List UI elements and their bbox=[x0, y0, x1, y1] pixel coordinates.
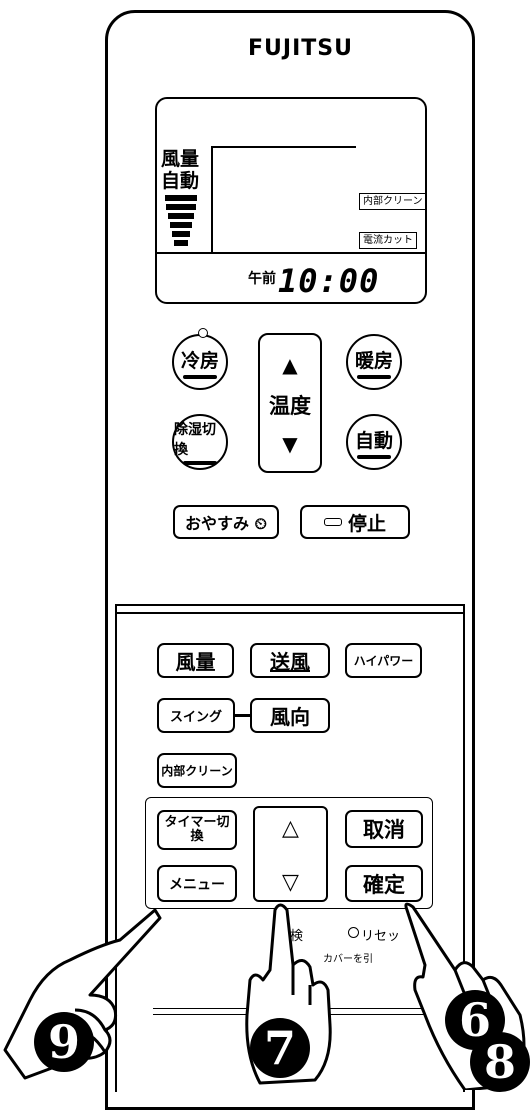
lcd-divider bbox=[157, 252, 425, 254]
stop-indicator-icon bbox=[323, 518, 342, 526]
lcd-fan-mode: 自動 bbox=[161, 170, 200, 192]
menu-button[interactable]: メニュー bbox=[157, 865, 237, 902]
step-marker-7: 7 bbox=[250, 1018, 310, 1078]
fan-level-icon bbox=[165, 195, 197, 246]
lcd-display: 風量 自動 内部クリーン 電流カット bbox=[155, 97, 427, 304]
dry-label: 除湿切換 bbox=[174, 422, 216, 458]
dry-bar bbox=[183, 461, 217, 465]
timer-switch-button[interactable]: タイマー切換 bbox=[157, 810, 237, 850]
lcd-tag-clean: 内部クリーン bbox=[359, 193, 427, 210]
brand-logo: FUJITSU bbox=[248, 36, 353, 61]
lcd-divider bbox=[211, 146, 213, 252]
lcd-ampm: 午前 bbox=[248, 271, 276, 287]
cover-edge bbox=[115, 612, 465, 614]
temp-label: 温度 bbox=[269, 394, 311, 418]
internal-clean-button[interactable]: 内部クリーン bbox=[157, 753, 237, 788]
guide-line bbox=[153, 1014, 263, 1015]
temperature-rocker[interactable]: ▲ 温度 ▼ bbox=[258, 333, 322, 473]
up-down-rocker[interactable]: △ ▽ bbox=[253, 806, 328, 902]
dry-button[interactable]: 除湿切換 bbox=[172, 414, 228, 470]
step-marker-9: 9 bbox=[34, 1012, 94, 1072]
timer-group-frame bbox=[145, 797, 433, 909]
heat-bar bbox=[357, 374, 391, 379]
check-label: 検 bbox=[290, 929, 304, 944]
swing-button[interactable]: スイング bbox=[157, 698, 235, 733]
guide-line bbox=[325, 1008, 440, 1009]
down-triangle-icon[interactable]: ▽ bbox=[282, 870, 299, 895]
temp-up-button[interactable]: ▲ bbox=[282, 353, 298, 377]
stop-button[interactable]: 停止 bbox=[300, 505, 410, 539]
cancel-button[interactable]: 取消 bbox=[345, 810, 423, 848]
fan-speed-button[interactable]: 風量 bbox=[157, 643, 234, 678]
cool-bar bbox=[183, 374, 217, 379]
lcd-clock: 10:00 bbox=[278, 262, 380, 300]
guide-line bbox=[325, 1014, 440, 1015]
heat-label: 暖房 bbox=[354, 349, 393, 372]
heat-button[interactable]: 暖房 bbox=[346, 334, 402, 390]
up-triangle-icon[interactable]: △ bbox=[282, 816, 299, 841]
lcd-tag-power: 電流カット bbox=[359, 232, 417, 249]
sleep-timer-button[interactable]: おやすみ ⏲ bbox=[173, 505, 279, 539]
swing-connector bbox=[235, 714, 250, 717]
auto-button[interactable]: 自動 bbox=[346, 414, 402, 470]
high-power-button[interactable]: ハイパワー bbox=[345, 643, 422, 678]
lower-cover bbox=[115, 604, 465, 1092]
air-direction-button[interactable]: 風向 bbox=[250, 698, 330, 733]
stop-label: 停止 bbox=[347, 512, 386, 535]
lcd-fan-label: 風量 bbox=[161, 148, 200, 170]
indicator-icon bbox=[198, 328, 208, 338]
step-marker-8: 8 bbox=[470, 1032, 530, 1092]
guide-line bbox=[153, 1008, 263, 1009]
lcd-divider bbox=[211, 146, 356, 148]
auto-bar bbox=[357, 454, 391, 459]
cool-button[interactable]: 冷房 bbox=[172, 334, 228, 390]
reset-label: リセッ bbox=[361, 929, 401, 944]
send-air-button[interactable]: 送風 bbox=[250, 643, 330, 678]
auto-label: 自動 bbox=[354, 429, 393, 452]
temp-down-button[interactable]: ▼ bbox=[282, 432, 298, 456]
confirm-button[interactable]: 確定 bbox=[345, 865, 423, 902]
cover-note: カバーを引 bbox=[323, 954, 373, 965]
reset-dot-icon bbox=[348, 927, 359, 938]
cool-label: 冷房 bbox=[180, 349, 219, 372]
